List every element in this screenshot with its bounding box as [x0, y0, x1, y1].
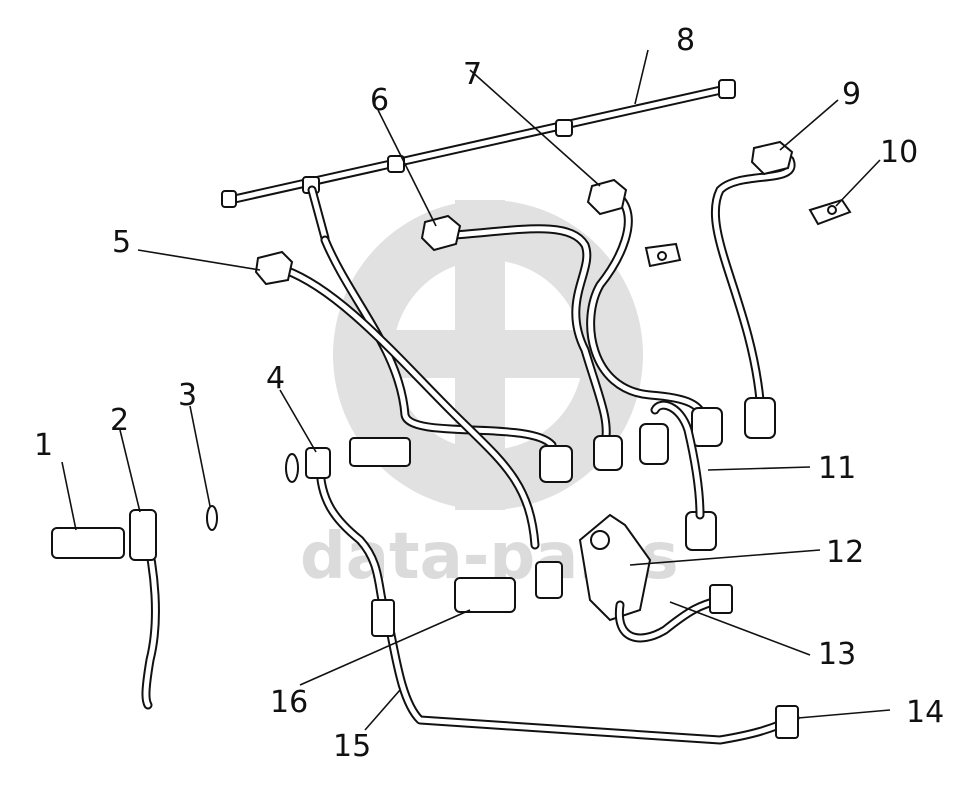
banjo-assembly — [454, 513, 733, 643]
pipe-2 — [129, 509, 160, 710]
callout-1: 1 — [34, 428, 53, 463]
injection-pipe-9 — [710, 140, 796, 405]
injection-pipe-11 — [650, 400, 705, 520]
callout-12: 12 — [826, 535, 864, 570]
callout-16: 16 — [270, 685, 308, 720]
injection-pipe-7 — [586, 178, 710, 425]
injector-fittings — [539, 397, 776, 551]
callout-13: 13 — [818, 637, 856, 672]
injection-pipe-5 — [254, 250, 540, 550]
callout-8: 8 — [676, 23, 695, 58]
callout-9: 9 — [842, 77, 861, 112]
pipe-clamp-10 — [808, 198, 852, 226]
callout-2: 2 — [110, 403, 129, 438]
return-rail — [221, 79, 736, 243]
injection-pipe-6 — [420, 214, 611, 450]
leader-lines — [61, 49, 891, 731]
callout-7: 7 — [463, 57, 482, 92]
callout-5: 5 — [112, 225, 131, 260]
callout-4: 4 — [266, 361, 285, 396]
callout-6: 6 — [370, 83, 389, 118]
callout-11: 11 — [818, 451, 856, 486]
return-line-left — [320, 235, 557, 450]
return-line-15 — [371, 599, 800, 745]
callout-10: 10 — [880, 135, 918, 170]
watermark-logo — [333, 200, 643, 510]
pipe-clamp — [644, 242, 682, 268]
callout-3: 3 — [178, 378, 197, 413]
banjo-bolt-1 — [51, 527, 125, 559]
callout-15: 15 — [333, 729, 371, 764]
callout-14: 14 — [906, 695, 944, 730]
washer-3 — [206, 505, 218, 531]
return-line-4 — [285, 437, 411, 605]
